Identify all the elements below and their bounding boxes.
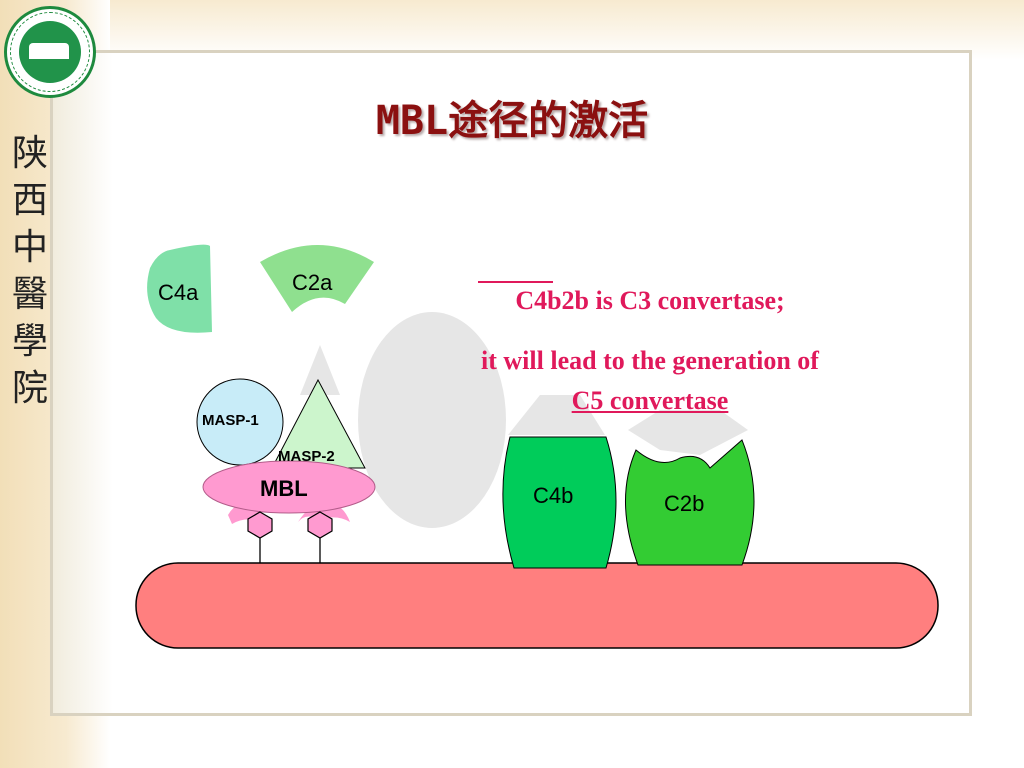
mbl-label: MBL <box>260 476 308 501</box>
convertase-line-1: C4b2b is C3 convertase; <box>515 286 785 315</box>
c2b-label: C2b <box>664 491 705 516</box>
c2b-protein <box>625 439 755 566</box>
school-char: 院 <box>11 368 48 409</box>
logo-ring <box>10 12 90 92</box>
c2a-fragment <box>260 245 374 312</box>
sugar-hexagon <box>307 511 333 539</box>
sugar-hexagon <box>247 511 273 539</box>
ghost-shape <box>300 345 340 395</box>
c2a-label: C2a <box>292 270 333 295</box>
c4a-fragment <box>147 244 212 333</box>
school-name-vertical: 陕 西 中 醫 學 院 <box>8 130 52 412</box>
masp2-label: MASP-2 <box>278 448 335 465</box>
ghost-shape <box>628 410 748 455</box>
ghost-shape <box>358 312 506 528</box>
school-logo <box>4 6 96 98</box>
convertase-line-2: it will lead to the generation of <box>481 346 819 375</box>
cell-membrane <box>135 562 939 649</box>
masp1-protein <box>196 378 284 466</box>
convertase-line-3: C5 convertase <box>571 386 729 415</box>
ghost-shape <box>508 395 605 435</box>
school-char: 西 <box>11 180 48 221</box>
c4a-label: C4a <box>158 280 199 305</box>
mbl-protein <box>202 460 376 514</box>
slide-title: MBL途径的激活 <box>375 98 649 144</box>
c4b-protein <box>502 436 617 569</box>
frame-left-shade <box>53 53 113 713</box>
c4b2b-overline <box>478 281 553 283</box>
school-char: 中 <box>11 227 48 268</box>
school-char: 學 <box>11 321 48 362</box>
c4b-label: C4b <box>533 483 574 508</box>
masp1-label: MASP-1 <box>202 412 259 429</box>
school-char: 醫 <box>11 274 48 315</box>
logo-book-icon <box>29 43 69 59</box>
school-char: 陕 <box>11 133 48 174</box>
